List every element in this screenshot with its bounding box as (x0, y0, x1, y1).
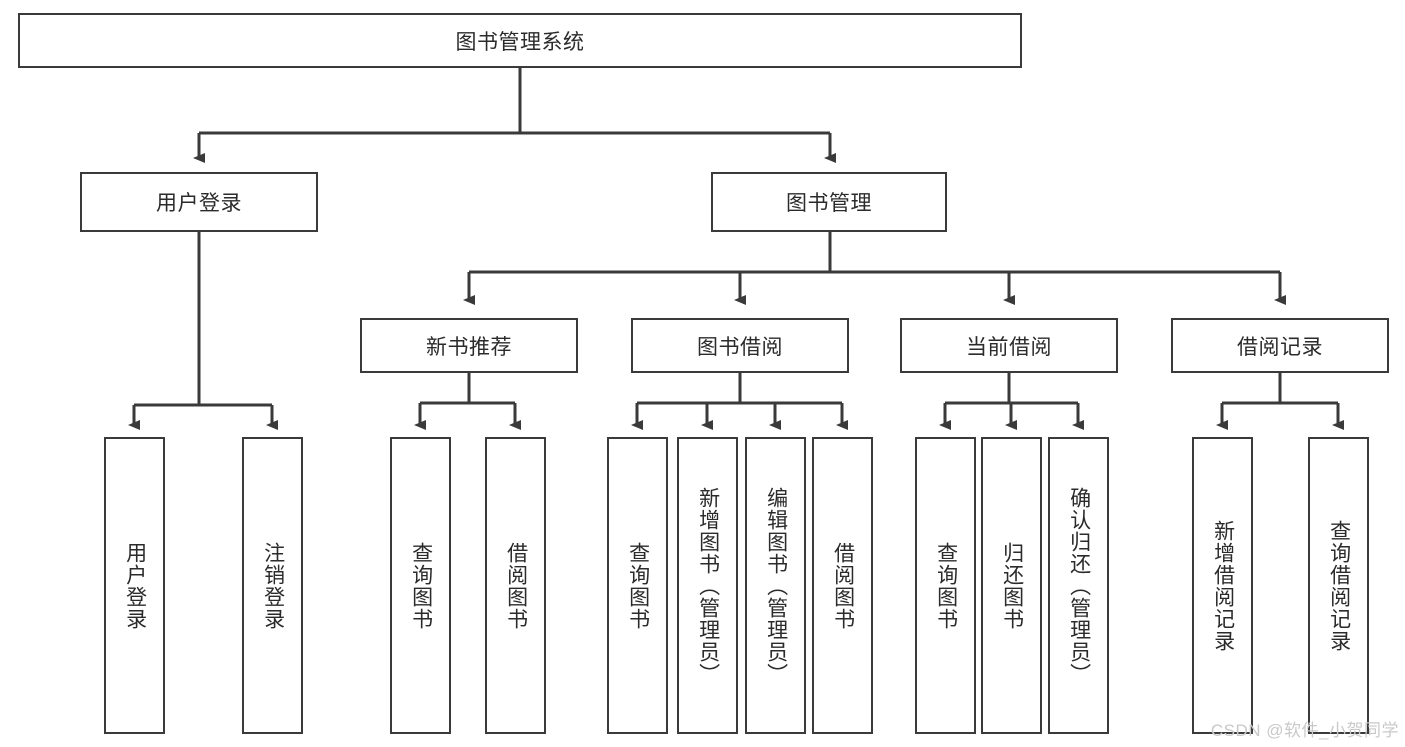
node-label: 图书管理系统 (455, 30, 585, 54)
node-label: 注销登录 (261, 541, 285, 630)
node-book-borrow[interactable]: 图书借阅 (631, 318, 849, 373)
leaf-current-borrow-confirm-return-admin[interactable]: 确认归还（管理员） (1048, 437, 1109, 734)
node-label: 新增图书（管理员） (696, 486, 720, 685)
node-label: 当前借阅 (966, 335, 1052, 359)
node-label: 新书推荐 (426, 335, 512, 359)
node-label: 新增借阅记录 (1211, 519, 1235, 652)
node-label: 确认归还（管理员） (1067, 486, 1091, 685)
node-new-book-recommend[interactable]: 新书推荐 (360, 318, 578, 373)
node-root-book-management-system[interactable]: 图书管理系统 (18, 13, 1022, 68)
leaf-user-login-login[interactable]: 用户登录 (104, 437, 165, 734)
node-label: 图书管理 (786, 192, 872, 215)
node-label: 编辑图书（管理员） (764, 486, 788, 685)
node-label: 借阅记录 (1237, 335, 1323, 359)
node-label: 查询图书 (626, 541, 650, 630)
leaf-borrow-record-add-record[interactable]: 新增借阅记录 (1192, 437, 1253, 734)
node-label: 借阅图书 (831, 541, 855, 630)
node-borrow-record[interactable]: 借阅记录 (1171, 318, 1389, 373)
node-label: 用户登录 (123, 541, 147, 630)
leaf-book-borrow-borrow-book[interactable]: 借阅图书 (812, 437, 873, 734)
leaf-book-borrow-edit-book-admin[interactable]: 编辑图书（管理员） (745, 437, 806, 734)
leaf-current-borrow-query-book[interactable]: 查询图书 (915, 437, 976, 734)
watermark-text: CSDN @软件_小贺同学 (1210, 721, 1399, 740)
leaf-book-borrow-add-book-admin[interactable]: 新增图书（管理员） (677, 437, 738, 734)
leaf-book-borrow-query-book[interactable]: 查询图书 (607, 437, 668, 734)
leaf-new-book-query-book[interactable]: 查询图书 (390, 437, 451, 734)
node-label: 用户登录 (156, 192, 242, 215)
node-book-management[interactable]: 图书管理 (711, 172, 947, 232)
node-label: 归还图书 (1000, 541, 1024, 630)
node-label: 查询图书 (409, 541, 433, 630)
leaf-borrow-record-query-record[interactable]: 查询借阅记录 (1308, 437, 1369, 734)
node-label: 借阅图书 (504, 541, 528, 630)
leaf-user-login-logout[interactable]: 注销登录 (242, 437, 303, 734)
node-label: 查询借阅记录 (1327, 519, 1351, 652)
node-user-login[interactable]: 用户登录 (80, 172, 318, 232)
node-label: 图书借阅 (697, 335, 783, 359)
node-label: 查询图书 (934, 541, 958, 630)
node-current-borrow[interactable]: 当前借阅 (900, 318, 1118, 373)
leaf-new-book-borrow-book[interactable]: 借阅图书 (485, 437, 546, 734)
leaf-current-borrow-return-book[interactable]: 归还图书 (981, 437, 1042, 734)
